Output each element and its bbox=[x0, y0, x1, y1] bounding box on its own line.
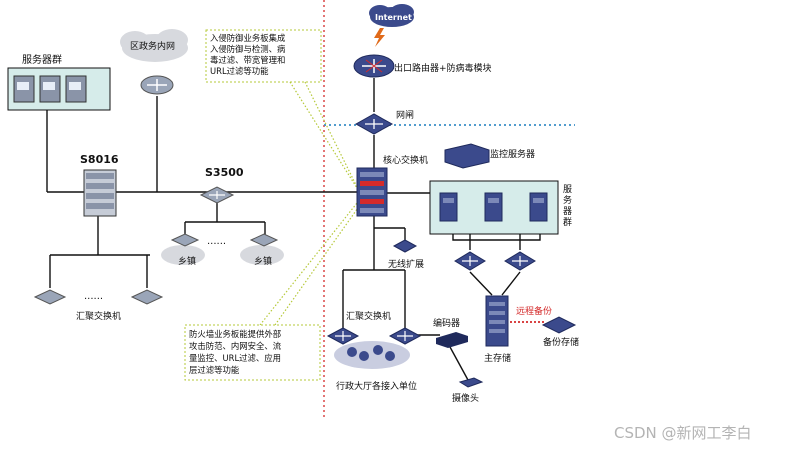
s8016-label: S8016 bbox=[80, 153, 119, 166]
camera-icon bbox=[458, 377, 484, 388]
svg-text:防火墙业务板能提供外部 攻击防范、内网安全、流: 防火墙业务板能提供外部 攻击防范、内网安全、流 量监控、URL过滤、应用 层过滤… bbox=[189, 329, 284, 375]
wireless-extension-label: 无线扩展 bbox=[388, 258, 424, 270]
township-2-label: 乡镇 bbox=[254, 255, 272, 267]
server-group-left-label: 服务器群 bbox=[22, 53, 62, 66]
camera-device: 摄像头 bbox=[452, 377, 484, 404]
s8016-switch: S8016 bbox=[80, 153, 119, 217]
lightning-icon bbox=[374, 28, 385, 47]
server-group-right-char-4: 群 bbox=[563, 216, 572, 228]
egress-router: 出口路由器+防病毒模块 bbox=[353, 54, 492, 78]
aggregation-switches-right: 汇聚交换机 行政大厅各接入单位 bbox=[326, 310, 422, 392]
ips-note-box: 入侵防御业务板集成 入侵防御与检测、病 毒过滤、带宽管理和 URL过滤等功能 bbox=[205, 29, 322, 83]
wireless-extension: 无线扩展 bbox=[388, 239, 424, 270]
server-group-right-label: 服 务 器 群 bbox=[563, 184, 575, 228]
server-group-right-char-1: 服 bbox=[563, 184, 572, 195]
server-group-right: 服 务 器 群 bbox=[429, 180, 575, 235]
router-icon bbox=[140, 75, 174, 95]
monitor-server: 监控服务器 bbox=[444, 143, 535, 169]
server-group-right-char-2: 务 bbox=[563, 194, 572, 206]
svg-text:入侵防御业务板集成 入侵防御与检测、病: 入侵防御业务板集成 入侵防御与检测、病 毒过滤、带宽管理和 URL过滤等功能 bbox=[210, 33, 288, 76]
gateway-device: 网闸 bbox=[354, 110, 414, 135]
encoder-label: 编码器 bbox=[433, 317, 460, 329]
ellipsis-dots-bottom: ...... bbox=[84, 291, 103, 302]
ips-note-line-2: 入侵防御与检测、病 bbox=[210, 44, 286, 54]
egress-router-label: 出口路由器+防病毒模块 bbox=[394, 62, 492, 74]
township-1-label: 乡镇 bbox=[178, 255, 196, 267]
admin-hall-label: 行政大厅各接入单位 bbox=[336, 380, 417, 392]
user-group-icon bbox=[347, 345, 395, 361]
remote-backup: 远程备份 bbox=[510, 305, 552, 323]
main-storage: 主存储 bbox=[484, 295, 511, 364]
district-network-label: 区政务内网 bbox=[130, 40, 175, 52]
remote-backup-label: 远程备份 bbox=[516, 305, 552, 317]
ips-note-line-4: URL过滤等功能 bbox=[210, 66, 269, 76]
note-pointer-lines bbox=[259, 81, 361, 326]
server-icon bbox=[439, 192, 548, 222]
encoder-device: 编码器 bbox=[433, 317, 468, 348]
fw-note-line-1: 防火墙业务板能提供外部 bbox=[189, 329, 281, 339]
internet-cloud: Internet bbox=[369, 4, 414, 47]
server-group-right-char-3: 器 bbox=[563, 206, 572, 217]
aggregation-switch-right-label: 汇聚交换机 bbox=[346, 310, 391, 322]
ips-note-line-1: 入侵防御业务板集成 bbox=[210, 33, 286, 43]
core-switch: 核心交换机 bbox=[356, 154, 428, 217]
fw-note-line-3: 量监控、URL过滤、应用 bbox=[189, 353, 281, 363]
server-icon bbox=[13, 75, 87, 103]
aggregation-switch-left-label: 汇聚交换机 bbox=[76, 310, 121, 322]
fw-note-line-2: 攻击防范、内网安全、流 bbox=[189, 341, 282, 351]
ips-note-line-3: 毒过滤、带宽管理和 bbox=[210, 55, 285, 65]
csdn-watermark: CSDN @新网工李白 bbox=[614, 424, 752, 442]
aggregation-switches-left: ...... 汇聚交换机 bbox=[33, 289, 164, 322]
fw-note-line-4: 层过滤等功能 bbox=[189, 365, 240, 375]
ellipsis-dots-top: ...... bbox=[207, 236, 226, 247]
s3500-label: S3500 bbox=[205, 166, 244, 179]
township-switch-1: 乡镇 bbox=[161, 233, 205, 267]
firewall-note-box: 防火墙业务板能提供外部 攻击防范、内网安全、流 量监控、URL过滤、应用 层过滤… bbox=[184, 324, 321, 381]
server-group-left: 服务器群 bbox=[7, 53, 111, 111]
internet-label: Internet bbox=[375, 13, 412, 22]
gateway-label: 网闸 bbox=[396, 110, 414, 121]
township-switch-2: 乡镇 bbox=[240, 233, 284, 267]
backup-storage: 备份存储 bbox=[541, 316, 579, 348]
monitor-server-label: 监控服务器 bbox=[490, 148, 535, 160]
core-switch-label: 核心交换机 bbox=[383, 154, 428, 166]
s3500-switch: S3500 bbox=[199, 166, 244, 204]
main-storage-label: 主存储 bbox=[484, 352, 511, 364]
storage-switches bbox=[454, 251, 536, 271]
district-network-cloud: 区政务内网 bbox=[120, 29, 188, 95]
backup-storage-label: 备份存储 bbox=[543, 336, 579, 348]
camera-label: 摄像头 bbox=[452, 392, 479, 404]
